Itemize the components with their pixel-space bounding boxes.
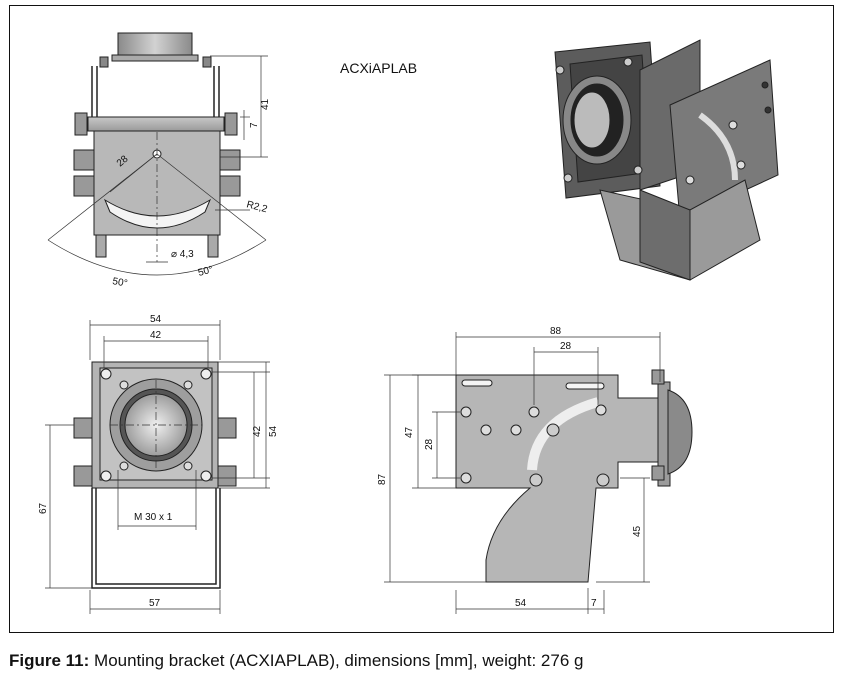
dim-hole-diameter: ⌀ 4,3 [171,249,194,260]
figure-caption: Figure 11: Mounting bracket (ACXIAPLAB),… [9,651,583,671]
dim-88: 88 [550,326,562,337]
dim-41: 41 [260,98,271,110]
front-view-dimension-lines [45,320,270,614]
dim-28-top: 28 [560,341,572,352]
dim-54-side: 54 [268,425,279,437]
top-view-dimension-lines [47,55,268,276]
dim-angle-left: 50° [111,276,128,289]
figure-caption-text: Mounting bracket (ACXIAPLAB), dimensions… [89,651,584,670]
dim-54-top: 54 [150,314,162,325]
model-label: ACXiAPLAB [340,60,417,76]
figure-caption-label: Figure 11: [9,651,90,670]
dim-87: 87 [377,473,388,485]
dim-54-bottom: 54 [515,598,527,609]
front-view [73,361,237,589]
dim-57: 57 [149,598,161,609]
side-view-dimension-lines [384,332,661,614]
dim-28-side: 28 [424,438,435,450]
dim-thread: M 30 x 1 [134,512,173,523]
dim-45: 45 [632,525,643,537]
dim-7-bottom: 7 [591,598,597,609]
dim-radius: R2,2 [245,199,269,215]
dim-7: 7 [249,122,260,128]
isometric-view [554,39,779,281]
dim-42-side: 42 [252,425,263,437]
dim-47: 47 [404,426,415,438]
dim-42-top: 42 [150,330,162,341]
dim-angle-right: 50° [197,264,214,279]
dim-67: 67 [38,502,49,514]
side-view [455,369,693,583]
